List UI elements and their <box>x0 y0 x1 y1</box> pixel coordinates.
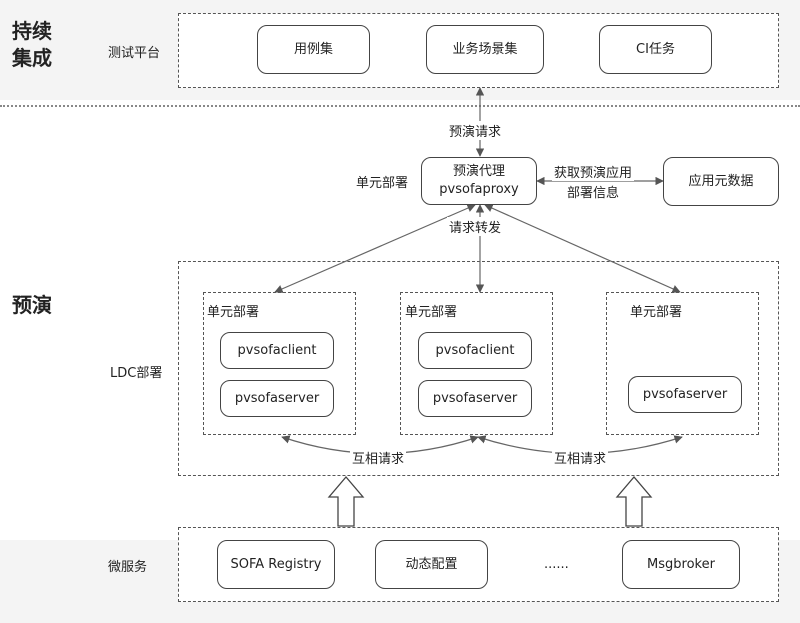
proxy-node: 预演代理 pvsofaproxy <box>421 157 537 205</box>
edge-label-get-info-line2: 部署信息 <box>565 182 622 201</box>
unit-2-pvsofaserver: pvsofaserver <box>418 380 532 417</box>
microservice-ellipsis: ...... <box>544 557 569 572</box>
unit-2-title: 单元部署 <box>405 305 458 320</box>
section-title-ci: 持续 集成 <box>12 19 52 70</box>
proxy-unit-label: 单元部署 <box>356 176 409 191</box>
unit-1-pvsofaclient: pvsofaclient <box>220 332 334 369</box>
proxy-name: pvsofaproxy <box>439 182 519 197</box>
section-title-rehearsal: 预演 <box>12 293 52 317</box>
edge-label-rehearsal-request: 预演请求 <box>447 121 504 140</box>
unit-1-pvsofaserver: pvsofaserver <box>220 380 334 417</box>
test-case-set-node: 用例集 <box>257 25 370 74</box>
dynamic-config-node: 动态配置 <box>375 540 488 589</box>
edge-label-mutual-2: 互相请求 <box>552 448 609 467</box>
edge-label-get-info-line1: 获取预演应用 <box>552 162 635 181</box>
edge-label-forward-request: 请求转发 <box>447 217 504 236</box>
row-label-ldc: LDC部署 <box>110 366 163 381</box>
unit-1-title: 单元部署 <box>207 305 260 320</box>
app-metadata-node: 应用元数据 <box>663 157 779 206</box>
section-separator <box>0 105 800 107</box>
proxy-title: 预演代理 <box>452 164 505 179</box>
unit-3-title: 单元部署 <box>630 305 683 320</box>
row-label-microservice: 微服务 <box>108 560 148 575</box>
ci-task-node: CI任务 <box>599 25 712 74</box>
msgbroker-node: Msgbroker <box>622 540 740 589</box>
business-scenario-set-node: 业务场景集 <box>426 25 544 74</box>
edge-label-mutual-1: 互相请求 <box>350 448 407 467</box>
row-label-test-platform: 测试平台 <box>108 46 161 61</box>
unit-box-3 <box>606 292 759 435</box>
unit-2-pvsofaclient: pvsofaclient <box>418 332 532 369</box>
unit-3-pvsofaserver: pvsofaserver <box>628 376 742 413</box>
sofa-registry-node: SOFA Registry <box>217 540 335 589</box>
